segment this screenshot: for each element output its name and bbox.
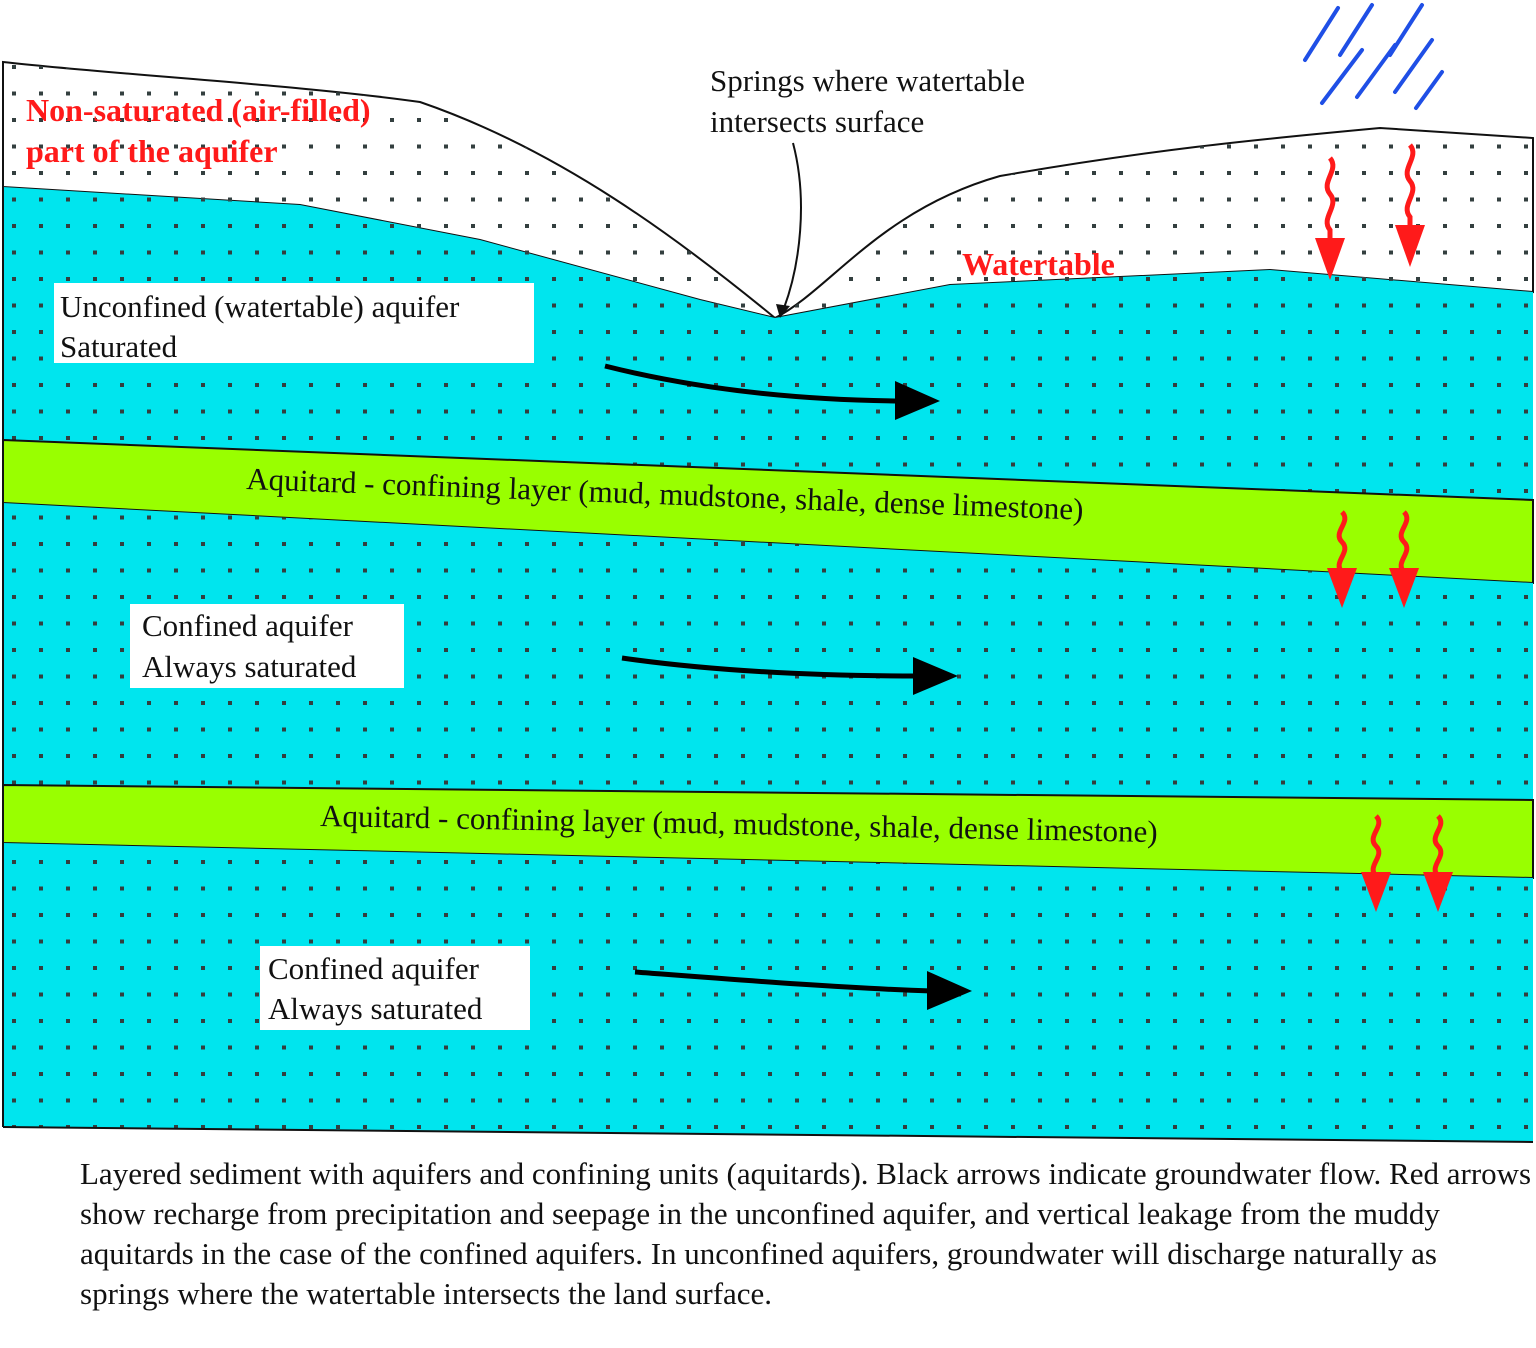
recharge-arrowheads [1315,225,1453,912]
rain-icon [1303,3,1444,110]
spring-pointer-line [783,142,802,309]
confined2-label-box [260,946,530,1030]
unsaturated-zone-dots [3,62,1533,318]
confined-aquifer-1-label-line2: Always saturated [142,649,357,684]
unconfined-aquifer-label-line1: Unconfined (watertable) aquifer [60,289,460,324]
confined-aquifer-2-label-line2: Always saturated [268,991,483,1026]
confined-aquifer-1-label-line1: Confined aquifer [142,608,354,643]
unconfined-label-box [54,283,534,363]
groundwater-flow-arrowheads [895,381,972,1010]
recharge-arrows [1324,143,1444,878]
watertable-label: Watertable [962,246,1115,282]
unconfined-aquifer-label-line2: Saturated [60,329,178,364]
springs-label-line2: intersects surface [710,104,924,139]
spring-pointer-head [776,304,790,318]
confined1-label-box [130,604,404,688]
confined-aquifer-2-label-line1: Confined aquifer [268,951,480,986]
non-saturated-label-line2: part of the aquifer [26,133,278,169]
groundwater-flow-arrows [604,363,933,994]
non-saturated-label-line1: Non-saturated (air-filled) [26,92,371,128]
figure-caption: Layered sediment with aquifers and confi… [80,1156,1532,1311]
springs-label-line1: Springs where watertable [710,63,1025,98]
